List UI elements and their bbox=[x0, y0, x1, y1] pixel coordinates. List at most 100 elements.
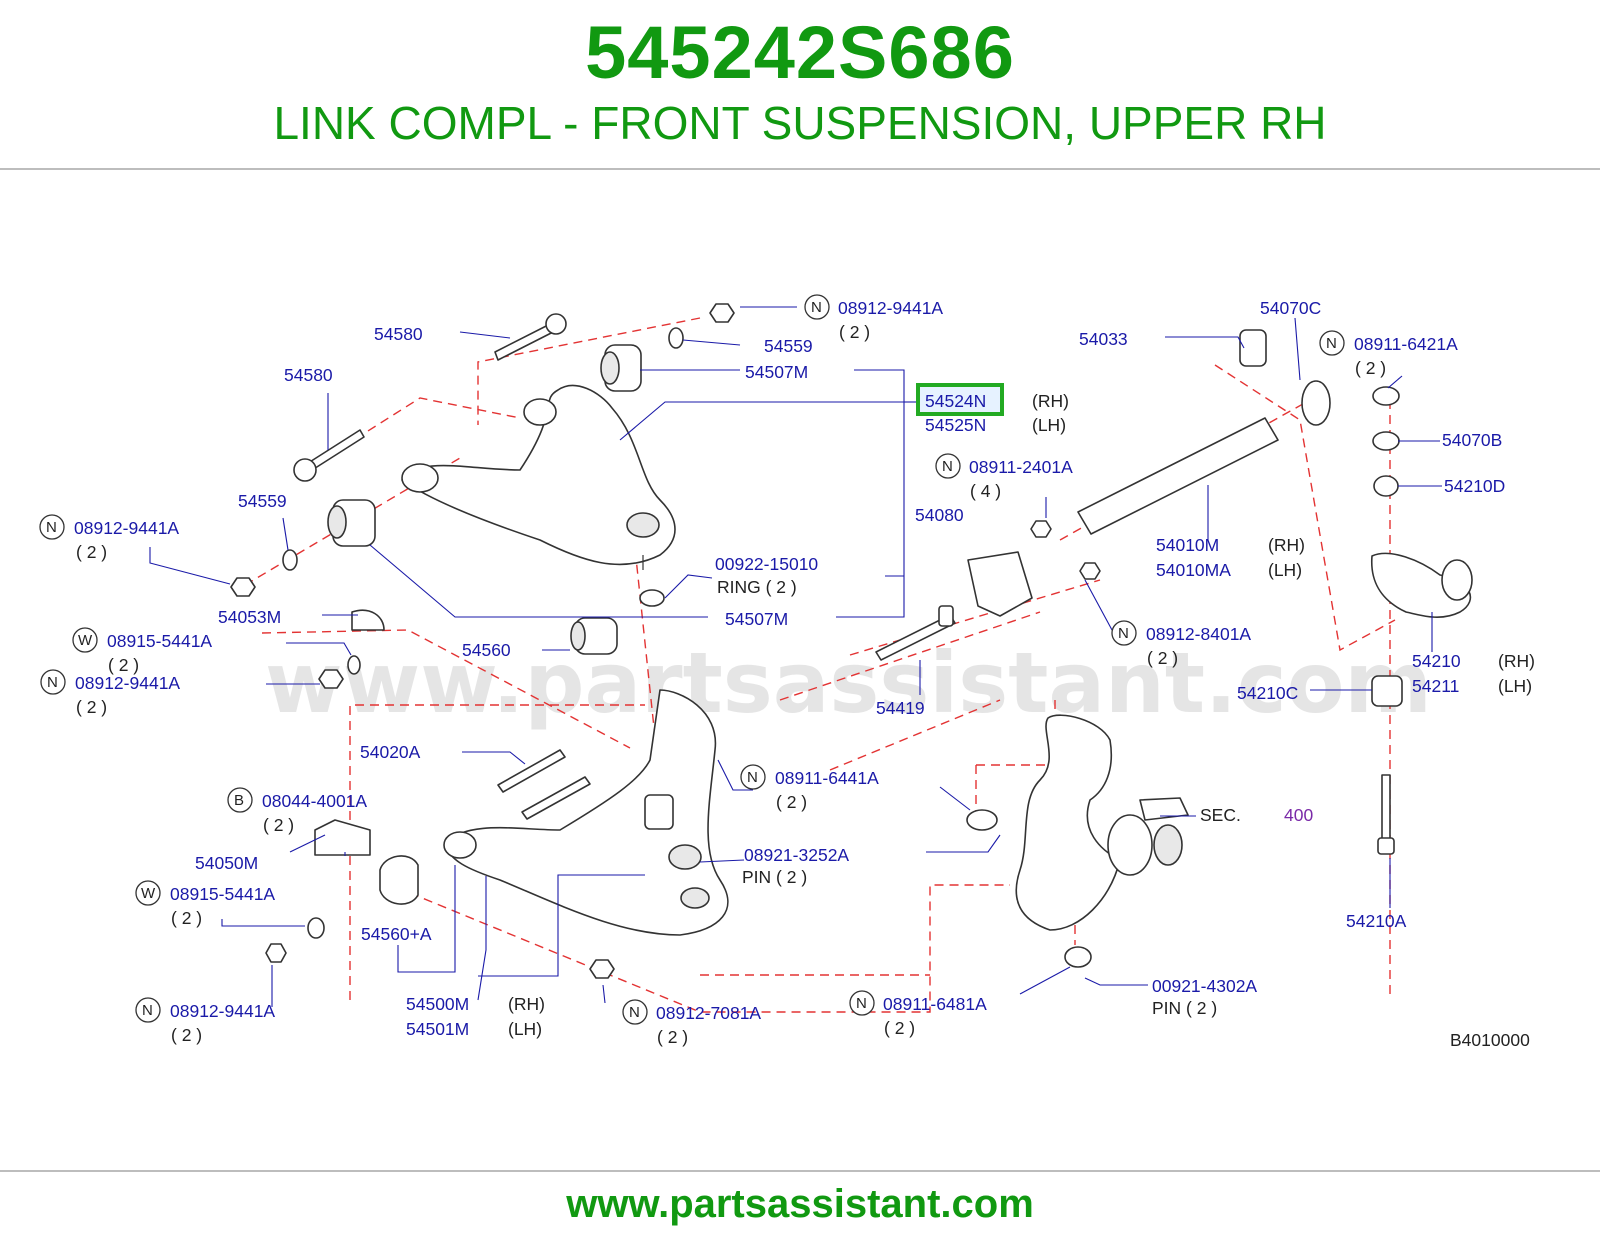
label-54211: 54211 bbox=[1412, 676, 1459, 696]
n-marker: N bbox=[747, 769, 758, 786]
label-54210C: 54210C bbox=[1237, 683, 1298, 703]
label-lh-54501M: (LH) bbox=[508, 1019, 542, 1039]
label-08915-5441A-lower: 08915-5441A bbox=[170, 884, 275, 904]
label-54050M: 54050M bbox=[195, 853, 258, 873]
label-08915-5441A-upper: 08915-5441A bbox=[107, 631, 212, 651]
qty-08911-2401A: ( 4 ) bbox=[970, 481, 1001, 501]
label-54507M-b: 54507M bbox=[725, 609, 788, 629]
qty-08912-9441A-left2: ( 2 ) bbox=[76, 697, 107, 717]
label-54507M-a: 54507M bbox=[745, 362, 808, 382]
label-08911-6481A: 08911-6481A bbox=[883, 994, 987, 1014]
label-rh-54210: (RH) bbox=[1498, 651, 1535, 671]
qty-08912-9441A-left1: ( 2 ) bbox=[76, 542, 107, 562]
label-54010M: 54010M bbox=[1156, 535, 1219, 555]
label-sec: SEC. bbox=[1200, 805, 1241, 825]
n-marker: N bbox=[47, 674, 58, 691]
label-54070C: 54070C bbox=[1260, 298, 1321, 318]
footer-site-link[interactable]: www.partsassistant.com bbox=[566, 1182, 1034, 1226]
torsion-bar-and-anchor bbox=[351, 329, 1473, 707]
washers bbox=[282, 327, 1331, 939]
label-lh-54211: (LH) bbox=[1498, 676, 1532, 696]
lower-link-arm bbox=[314, 689, 729, 936]
steering-knuckle bbox=[1015, 714, 1189, 931]
qty-08912-9441A-top: ( 2 ) bbox=[839, 322, 870, 342]
label-rh-54500M: (RH) bbox=[508, 994, 545, 1014]
qty-08912-8401A: ( 2 ) bbox=[1147, 648, 1178, 668]
label-pin-08921: PIN ( 2 ) bbox=[742, 867, 807, 887]
label-54559-b: 54559 bbox=[238, 491, 287, 511]
n-marker: N bbox=[46, 519, 57, 536]
label-54580-b: 54580 bbox=[284, 365, 333, 385]
n-marker: N bbox=[856, 995, 867, 1012]
label-ring: RING ( 2 ) bbox=[717, 577, 797, 597]
header-divider bbox=[0, 168, 1600, 170]
w-marker: W bbox=[141, 885, 156, 902]
label-54524N[interactable]: 54524N bbox=[925, 391, 986, 411]
label-08911-6441A: 08911-6441A bbox=[775, 768, 879, 788]
n-marker: N bbox=[142, 1002, 153, 1019]
qty-08911-6421A: ( 2 ) bbox=[1355, 358, 1386, 378]
part-number-title: 545242S686 bbox=[585, 11, 1015, 94]
n-marker: N bbox=[942, 458, 953, 475]
label-rh-54010M: (RH) bbox=[1268, 535, 1305, 555]
label-54525N: 54525N bbox=[925, 415, 986, 435]
diagram-code: B4010000 bbox=[1450, 1030, 1530, 1050]
prefixed-callouts: N 08912-9441A ( 2 ) N 08912-9441A ( 2 ) … bbox=[39, 294, 1458, 1047]
upper-link-arm bbox=[401, 384, 676, 570]
qty-08911-6441A: ( 2 ) bbox=[776, 792, 807, 812]
label-54010MA: 54010MA bbox=[1156, 560, 1231, 580]
label-54070B: 54070B bbox=[1442, 430, 1502, 450]
label-54560-A: 54560+A bbox=[361, 924, 432, 944]
label-00921-4302A: 00921-4302A bbox=[1152, 976, 1257, 996]
label-lh-54010MA: (LH) bbox=[1268, 560, 1302, 580]
label-54580-a: 54580 bbox=[374, 324, 423, 344]
label-sec-400[interactable]: 400 bbox=[1284, 805, 1313, 825]
label-54080: 54080 bbox=[915, 505, 964, 525]
label-54500M: 54500M bbox=[406, 994, 469, 1014]
label-54559-a: 54559 bbox=[764, 336, 813, 356]
label-54033: 54033 bbox=[1079, 329, 1128, 349]
page-header: 545242S686 LINK COMPL - FRONT SUSPENSION… bbox=[0, 0, 1600, 170]
label-54020A: 54020A bbox=[360, 742, 421, 762]
qty-08915-5441A-lower: ( 2 ) bbox=[171, 908, 202, 928]
w-marker: W bbox=[78, 632, 93, 649]
leader-lines bbox=[149, 306, 1442, 1007]
label-08911-2401A: 08911-2401A bbox=[969, 457, 1073, 477]
label-54210D: 54210D bbox=[1444, 476, 1505, 496]
n-marker: N bbox=[811, 299, 822, 316]
label-08911-6421A: 08911-6421A bbox=[1354, 334, 1458, 354]
watermark: www.partsassistant.com bbox=[265, 634, 1432, 732]
label-08912-9441A-bottom: 08912-9441A bbox=[170, 1001, 275, 1021]
label-54560: 54560 bbox=[462, 640, 511, 660]
qty-08915-5441A-upper: ( 2 ) bbox=[108, 655, 139, 675]
label-08912-9441A-top: 08912-9441A bbox=[838, 298, 943, 318]
qty-08911-6481A: ( 2 ) bbox=[884, 1018, 915, 1038]
label-08044-4001A: 08044-4001A bbox=[262, 791, 367, 811]
label-08912-9441A-left2: 08912-9441A bbox=[75, 673, 180, 693]
label-54210: 54210 bbox=[1412, 651, 1461, 671]
label-54419: 54419 bbox=[876, 698, 925, 718]
label-00922-15010: 00922-15010 bbox=[715, 554, 818, 574]
qty-08912-9441A-bottom: ( 2 ) bbox=[171, 1025, 202, 1045]
callout-labels: 54580 54580 54559 54559 54507M 54507M 54… bbox=[195, 298, 1535, 1050]
bolts-and-nuts bbox=[230, 303, 1400, 979]
label-rh-54524N: (RH) bbox=[1032, 391, 1069, 411]
label-54053M: 54053M bbox=[218, 607, 281, 627]
label-54210A: 54210A bbox=[1346, 911, 1407, 931]
b-marker: B bbox=[234, 792, 244, 809]
label-54501M: 54501M bbox=[406, 1019, 469, 1039]
label-08912-8401A: 08912-8401A bbox=[1146, 624, 1251, 644]
n-marker: N bbox=[1118, 625, 1129, 642]
n-marker: N bbox=[629, 1004, 640, 1021]
qty-08912-7081A: ( 2 ) bbox=[657, 1027, 688, 1047]
highlight-box bbox=[916, 383, 1004, 416]
label-08912-7081A: 08912-7081A bbox=[656, 1003, 761, 1023]
label-pin-00921: PIN ( 2 ) bbox=[1152, 998, 1217, 1018]
label-lh-54525N: (LH) bbox=[1032, 415, 1066, 435]
bushings-upper bbox=[327, 344, 642, 655]
label-08912-9441A-left1: 08912-9441A bbox=[74, 518, 179, 538]
n-marker: N bbox=[1326, 335, 1337, 352]
part-description: LINK COMPL - FRONT SUSPENSION, UPPER RH bbox=[273, 97, 1327, 149]
qty-08044-4001A: ( 2 ) bbox=[263, 815, 294, 835]
